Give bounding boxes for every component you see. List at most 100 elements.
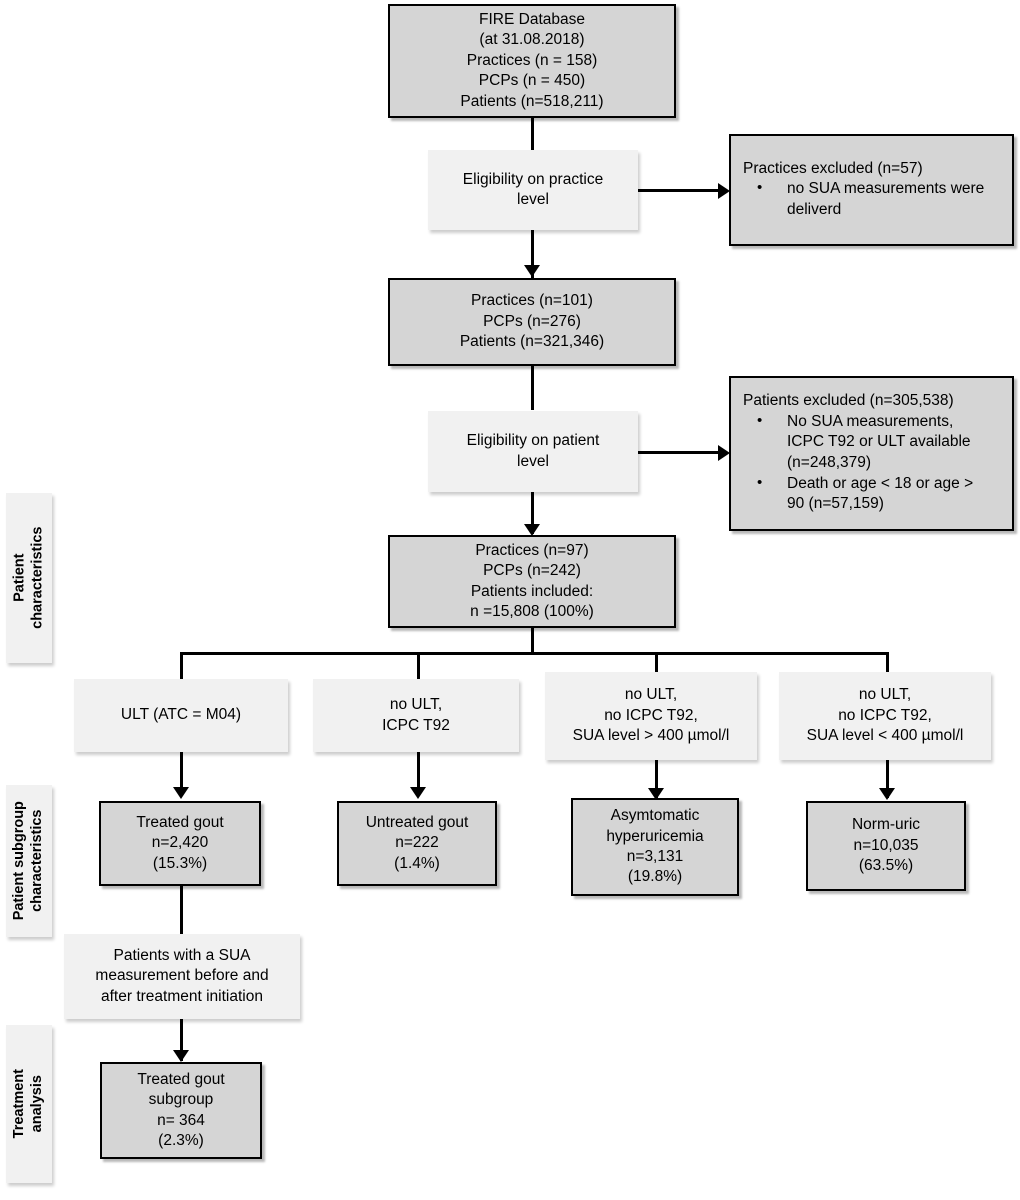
connector-criteria-2-to-group-2 (417, 752, 420, 796)
connector-criteria-4-to-group-4 (886, 760, 889, 798)
connector-bus-to-criteria-2 (417, 652, 420, 679)
group-3-line-1: Asymtomatic (610, 807, 700, 825)
included-line-3: Patients included: (470, 582, 594, 600)
criteria-3-line-1: no ULT, (624, 686, 678, 704)
side-label-patient-characteristics: Patient characteristics (6, 493, 52, 663)
source-line-4: PCPs (n = 450) (478, 72, 586, 90)
node-criteria-no-ult-icpc: no ULT, ICPC T92 (313, 679, 519, 752)
connector-bus-to-criteria-3 (655, 652, 658, 672)
connector-group-1-to-sua-filter (180, 886, 183, 934)
criteria-4-line-2: no ICPC T92, (838, 706, 932, 724)
group-2-line-2: n=222 (395, 834, 439, 852)
criteria-3-line-3: SUA level > 400 µmol/l (572, 727, 730, 745)
group-1-line-3: (15.3%) (152, 854, 208, 872)
node-patients-excluded: Patients excluded (n=305,538) No SUA mea… (729, 376, 1014, 531)
group-1-line-1: Treated gout (136, 813, 224, 831)
included-line-4: n =15,808 (100%) (470, 602, 594, 620)
node-criteria-sua-below-400: no ULT, no ICPC T92, SUA level < 400 µmo… (779, 672, 991, 760)
arrowhead-included (524, 524, 540, 536)
node-group-treated-gout: Treated gout n=2,420 (15.3%) (99, 801, 261, 886)
node-patients-included: Practices (n=97) PCPs (n=242) Patients i… (388, 535, 676, 628)
treated-subgroup-line-1: Treated gout (137, 1070, 225, 1088)
criteria-4-line-3: SUA level < 400 µmol/l (806, 727, 964, 745)
eligibility-practice-line-2: level (517, 191, 549, 208)
practices-excluded-bullet-list: no SUA measurements were deliverd (743, 178, 1002, 221)
source-line-2: (at 31.08.2018) (479, 31, 585, 49)
connector-included-to-bus (531, 628, 534, 655)
connector-after-practice-to-eligibility-patient (531, 366, 534, 410)
sua-filter-line-2: measurement before and (95, 967, 269, 985)
criteria-3-line-2: no ICPC T92, (604, 706, 698, 724)
patients-excluded-bullet-2: Death or age < 18 or age > 90 (n=57,159) (743, 473, 1002, 515)
after-practice-line-2: PCPs (n=276) (483, 312, 581, 330)
patients-excluded-bullet-1: No SUA measurements, ICPC T92 or ULT ava… (743, 411, 1002, 473)
included-line-2: PCPs (n=242) (483, 562, 581, 580)
side-label-treatment-analysis: Treatment analysis (6, 1025, 52, 1183)
practices-excluded-heading: Practices excluded (n=57) (743, 159, 923, 177)
eligibility-patient-line-2: level (517, 452, 549, 470)
group-3-line-4: (19.8%) (627, 868, 683, 886)
patients-excluded-heading: Patients excluded (n=305,538) (743, 392, 954, 410)
node-source-database: FIRE Database (at 31.08.2018) Practices … (388, 4, 676, 118)
arrowhead-group-3 (648, 788, 664, 800)
connector-branch-bus (180, 652, 889, 655)
criteria-1-line-1: ULT (ATC = M04) (120, 706, 242, 724)
connector-eligibility-patient-to-excluded (637, 451, 722, 454)
side-label-patient-subgroup-characteristics: Patient subgroup characteristics (6, 785, 52, 937)
group-4-line-1: Norm-uric (851, 816, 921, 834)
criteria-4-line-1: no ULT, (858, 686, 912, 704)
node-practices-after-eligibility: Practices (n=101) PCPs (n=276) Patients … (388, 278, 676, 366)
connector-criteria-1-to-group-1 (180, 752, 183, 796)
connector-eligibility-patient-to-included (531, 492, 534, 534)
connector-criteria-3-to-group-3 (655, 760, 658, 798)
side-label-text: Treatment analysis (11, 1069, 45, 1139)
patients-excluded-bullet-list: No SUA measurements, ICPC T92 or ULT ava… (743, 411, 1002, 516)
arrowhead-group-1 (173, 787, 189, 799)
included-line-1: Practices (n=97) (475, 541, 589, 559)
sua-filter-line-1: Patients with a SUA (113, 946, 251, 964)
side-label-text: Patient characteristics (11, 526, 45, 630)
sua-filter-line-3: after treatment initiation (101, 987, 263, 1005)
arrowhead-group-4 (879, 788, 895, 800)
source-line-5: Patients (n=518,211) (460, 92, 604, 110)
node-treated-gout-subgroup: Treated gout subgroup n= 364 (2.3%) (100, 1062, 262, 1159)
node-criteria-ult: ULT (ATC = M04) (74, 679, 288, 752)
after-practice-line-3: Patients (n=321,346) (459, 333, 605, 351)
group-3-line-2: hyperuricemia (606, 827, 704, 845)
arrowhead-excluded-patients (718, 444, 730, 461)
group-4-line-3: (63.5%) (858, 857, 914, 875)
group-4-line-2: n=10,035 (853, 836, 919, 854)
treated-subgroup-line-4: (2.3%) (158, 1131, 204, 1149)
connector-sua-filter-to-treated-subgroup (180, 1019, 183, 1061)
node-practices-excluded: Practices excluded (n=57) no SUA measure… (729, 134, 1014, 246)
practices-excluded-bullet-1: no SUA measurements were deliverd (743, 178, 1002, 220)
node-group-asymptomatic-hyperuricemia: Asymtomatic hyperuricemia n=3,131 (19.8%… (571, 798, 739, 896)
node-group-norm-uric: Norm-uric n=10,035 (63.5%) (806, 801, 966, 891)
group-2-line-1: Untreated gout (365, 813, 469, 831)
criteria-2-line-2: ICPC T92 (382, 716, 450, 734)
treated-subgroup-line-2: subgroup (148, 1091, 214, 1109)
side-label-text: Patient subgroup characteristics (11, 801, 46, 921)
node-sua-measurement-filter: Patients with a SUA measurement before a… (64, 934, 300, 1019)
arrowhead-excluded-practices (718, 182, 730, 199)
connector-eligibility-practice-to-excluded (637, 189, 722, 192)
connector-eligibility-practice-to-after (531, 230, 534, 278)
arrowhead-group-2 (410, 787, 426, 799)
group-2-line-3: (1.4%) (394, 854, 440, 872)
group-1-line-2: n=2,420 (151, 834, 209, 852)
node-group-untreated-gout: Untreated gout n=222 (1.4%) (337, 801, 497, 886)
arrowhead-treated-subgroup (173, 1050, 189, 1062)
criteria-2-line-1: no ULT, (389, 696, 443, 714)
eligibility-practice-line-1: Eligibility on practice (462, 170, 604, 188)
node-eligibility-practice-level: Eligibility on practice level (428, 150, 638, 230)
node-criteria-sua-above-400: no ULT, no ICPC T92, SUA level > 400 µmo… (545, 672, 757, 760)
source-line-1: FIRE Database (479, 10, 585, 28)
connector-bus-to-criteria-1 (180, 652, 183, 679)
eligibility-patient-line-1: Eligibility on patient (466, 432, 600, 450)
source-line-3: Practices (n = 158) (466, 51, 598, 69)
group-3-line-3: n=3,131 (626, 848, 684, 865)
after-practice-line-1: Practices (n=101) (471, 292, 593, 310)
connector-bus-to-criteria-4 (886, 652, 889, 672)
connector-source-to-eligibility-practice (531, 118, 534, 150)
